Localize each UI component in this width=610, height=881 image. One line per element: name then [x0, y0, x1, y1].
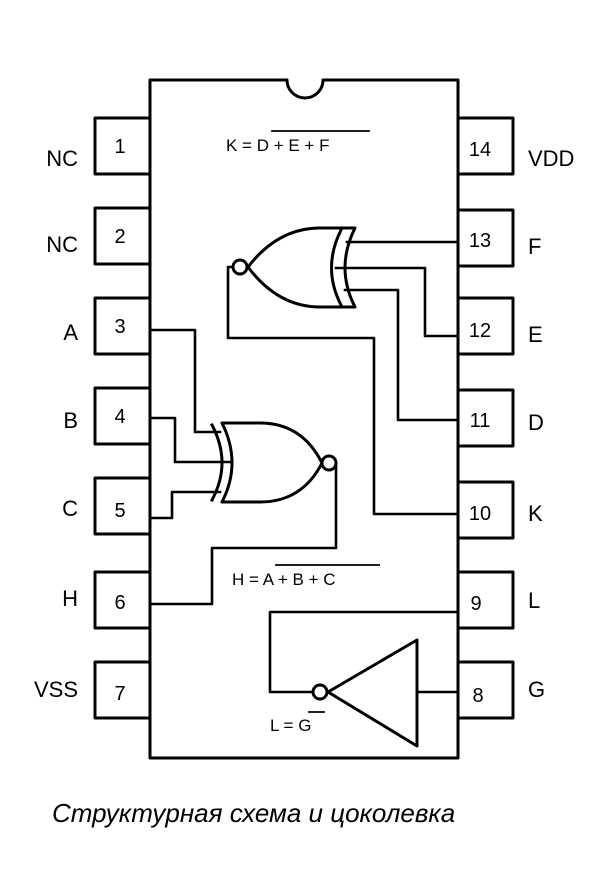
wiring	[148, 240, 460, 694]
equation-k-lhs: K =	[226, 136, 257, 155]
pin-box-5	[93, 476, 152, 536]
nor-gate-k-curve	[330, 227, 344, 308]
pin-4-label: B	[63, 408, 78, 433]
caption: Структурная схема и цоколевка	[52, 798, 455, 828]
pin-14-label: VDD	[528, 146, 574, 171]
pin-3-number: 3	[114, 316, 125, 338]
pin-box-9	[456, 570, 515, 630]
pin-6-number: 6	[114, 592, 125, 614]
equation-h-lhs: H =	[232, 570, 263, 589]
pin-13-number: 13	[469, 230, 491, 252]
equation-l-rhs: G	[298, 716, 311, 735]
equation-k: K = D + E + F	[226, 136, 329, 155]
inverter-l	[326, 638, 419, 748]
equation-k-rhs: D + E + F	[257, 136, 330, 155]
pin-2-label: NC	[46, 232, 78, 257]
pin-10-number: 10	[469, 503, 491, 525]
pin-1-number: 1	[114, 136, 125, 158]
pin-5-label: C	[62, 496, 78, 521]
pin-7-number: 7	[114, 683, 125, 705]
pin-box-7	[93, 660, 152, 720]
pin-13-label: F	[528, 234, 541, 259]
pin-1-label: NC	[46, 146, 78, 171]
pin-11-label: D	[528, 410, 544, 435]
equation-h-rhs: A + B + C	[263, 570, 336, 589]
pin-box-3	[93, 296, 152, 356]
pin-14-number: 14	[469, 139, 491, 161]
pin-box-2	[93, 206, 152, 266]
chip-body	[148, 78, 460, 760]
pin-9-label: L	[528, 588, 540, 613]
pin-box-1	[93, 116, 152, 176]
pin-6-label: H	[62, 586, 78, 611]
pin-10-label: K	[528, 501, 543, 526]
pin-box-12	[456, 296, 515, 356]
pin-5-number: 5	[114, 500, 125, 522]
inverter-l-bubble	[311, 683, 329, 701]
nor-gate-k	[246, 226, 357, 309]
pin-box-8	[456, 660, 515, 720]
pin-box-4	[93, 386, 152, 446]
nor-gate-h-bubble	[320, 454, 338, 472]
pin-11-number: 11	[470, 410, 491, 432]
pin-7-label: VSS	[34, 677, 78, 702]
pin-8-label: G	[528, 677, 545, 702]
nor-gate-h	[220, 421, 324, 504]
equation-h: H = A + B + C	[232, 570, 335, 589]
pin-box-10	[456, 480, 515, 540]
pin-3-label: A	[63, 320, 78, 345]
equation-l: L = G	[270, 716, 311, 735]
equation-l-lhs: L =	[270, 716, 298, 735]
pin-box-14	[456, 116, 515, 176]
pin-12-label: E	[528, 322, 543, 347]
pin-4-number: 4	[114, 406, 125, 428]
nor-gate-k-bubble	[231, 258, 249, 276]
pin-box-13	[456, 208, 515, 268]
pin-9-number: 9	[470, 593, 481, 615]
pin-12-number: 12	[469, 320, 491, 342]
pin-8-number: 8	[472, 685, 483, 707]
pin-box-11	[456, 388, 515, 448]
pin-2-number: 2	[114, 226, 125, 248]
overbars	[271, 130, 380, 713]
pin-box-6	[93, 570, 152, 630]
